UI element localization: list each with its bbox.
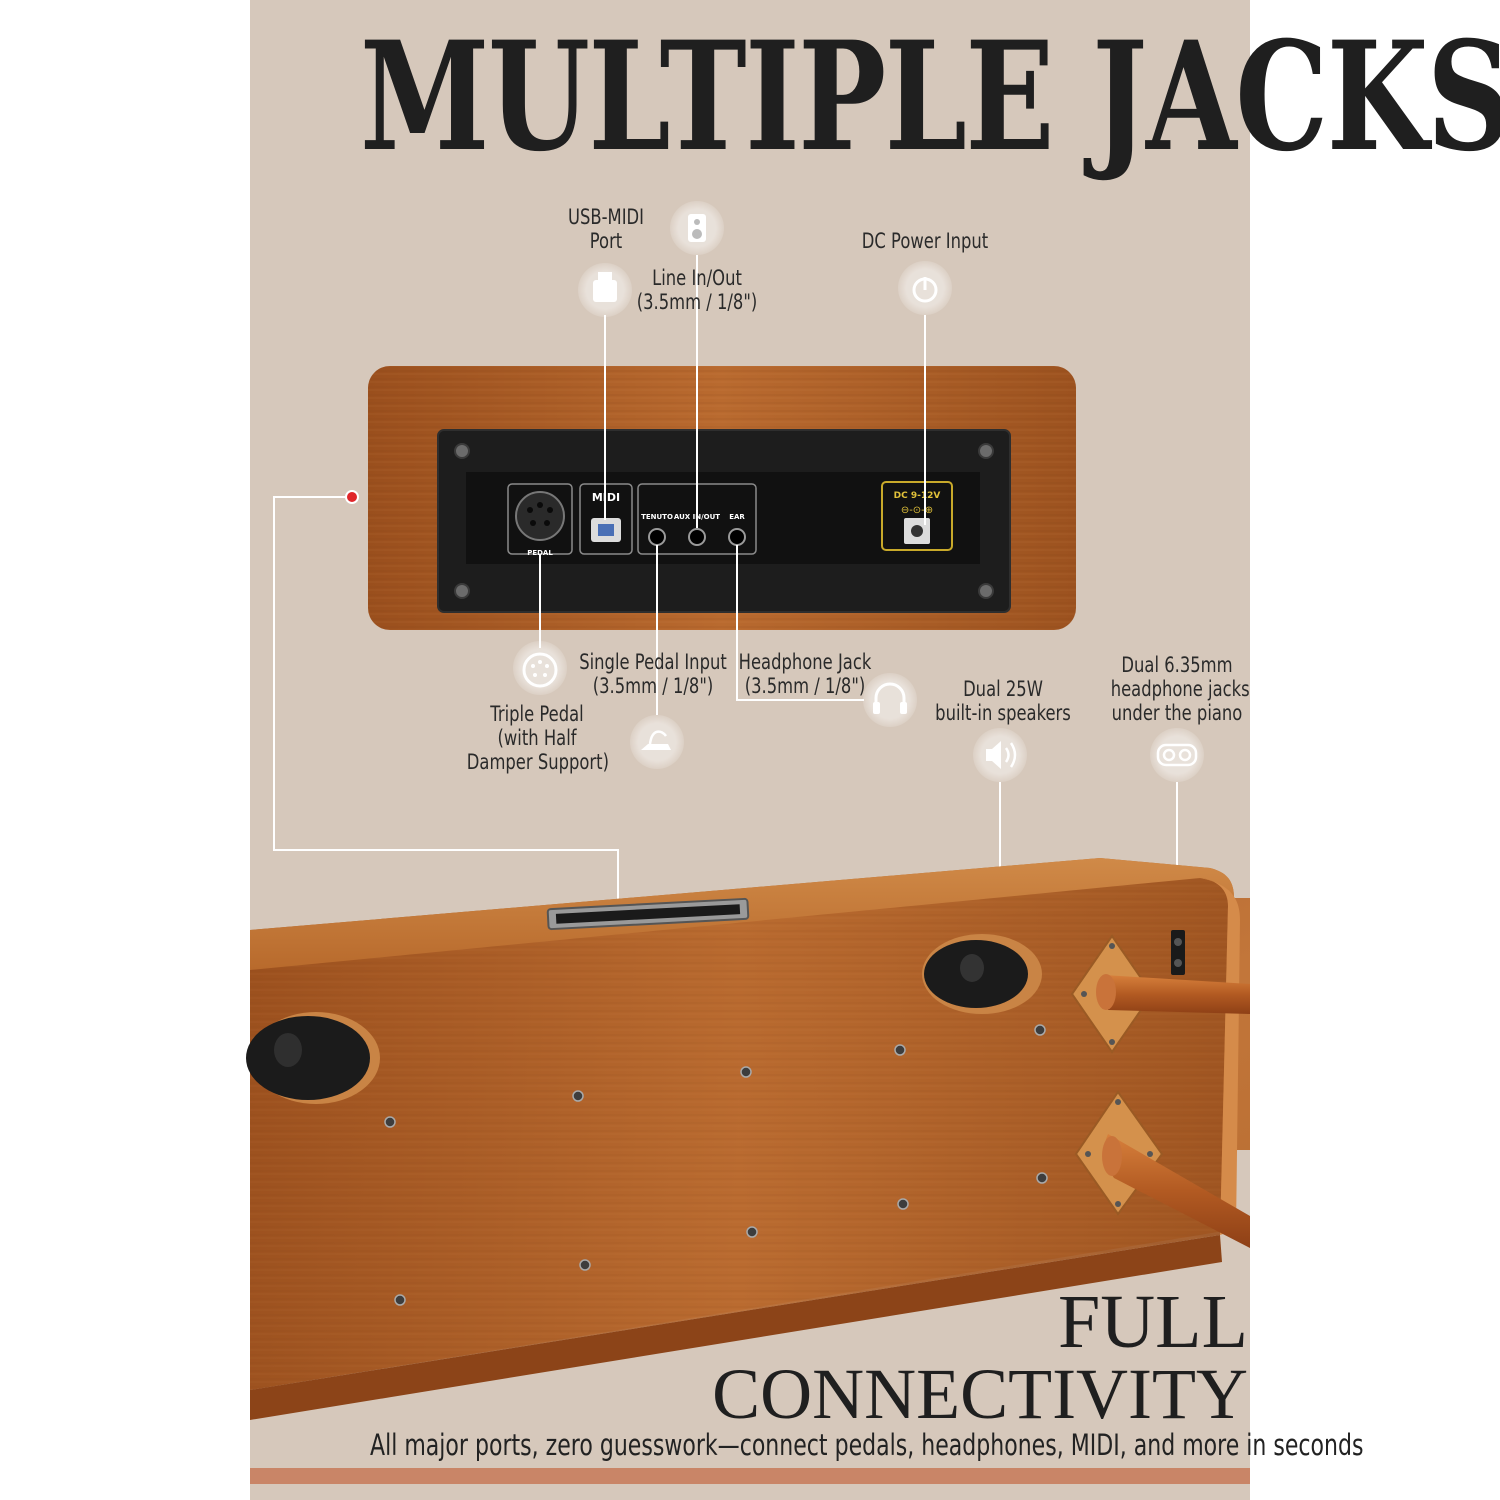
headphones-icon <box>863 673 917 727</box>
callout-icons <box>513 201 1204 782</box>
callout-line: built-in speakers <box>935 701 1071 725</box>
callout-line: USB-MIDI <box>568 205 644 229</box>
callout-line: (3.5mm / 1/8") <box>592 674 714 698</box>
ear-jack <box>728 528 746 546</box>
ear-label: EAR <box>729 513 745 521</box>
tagline: All major ports, zero guesswork—connect … <box>370 1428 1364 1462</box>
tenuto-label: TENUTO <box>641 513 673 521</box>
connectivity-heading: CONNECTIVITY <box>712 1354 1248 1434</box>
power-icon <box>898 261 952 315</box>
callout-line: Line In/Out <box>652 266 742 290</box>
dc-power-callout: DC Power Input <box>859 229 992 253</box>
callout-line: DC Power Input <box>861 229 989 253</box>
headline: MULTIPLE JACKS <box>360 9 1500 185</box>
svg-text:⊖-⊙-⊕: ⊖-⊙-⊕ <box>901 505 933 516</box>
body-screws <box>384 1024 1048 1306</box>
triple-pedal-callout: Triple Pedal (with Half Damper Support) <box>466 702 609 774</box>
aux-jack <box>688 528 706 546</box>
callout-line: (3.5mm / 1/8") <box>744 674 866 698</box>
callout-line: (with Half <box>497 726 577 750</box>
full-heading: FULL <box>1058 1280 1248 1364</box>
dual-headphone-callout: Dual 6.35mm headphone jacks under the pi… <box>1110 653 1250 725</box>
dc-label: DC 9-12V <box>894 491 941 501</box>
callout-line: Headphone Jack <box>738 650 872 674</box>
headphone-jack-callout: Headphone Jack (3.5mm / 1/8") <box>731 650 879 698</box>
callout-line: Port <box>589 229 623 253</box>
line-in-out-callout: Line In/Out (3.5mm / 1/8") <box>631 266 764 314</box>
callout-line: Damper Support) <box>466 750 609 774</box>
pedal-din-port <box>515 491 565 541</box>
pedal-port-label: PEDAL <box>527 549 553 557</box>
piano-body <box>246 858 1250 1420</box>
din-connector-icon <box>513 641 567 695</box>
usb-midi-callout: USB-MIDI Port <box>559 205 653 253</box>
callout-line: Triple Pedal <box>490 702 584 726</box>
dual-jack-icon <box>1150 728 1204 782</box>
dc-port-frame <box>881 481 953 551</box>
speakers-callout: Dual 25W built-in speakers <box>925 677 1081 725</box>
speaker-box-icon <box>670 201 724 255</box>
callout-line: under the piano <box>1111 701 1243 725</box>
accent-bar <box>250 1468 1250 1484</box>
plate-screws <box>454 443 994 599</box>
pedal-port-frame <box>507 483 573 555</box>
speaker-volume-icon <box>973 728 1027 782</box>
usb-icon <box>578 263 632 317</box>
callout-line: Single Pedal Input <box>579 650 727 674</box>
port-panel-closeup <box>368 366 1076 630</box>
tenuto-jack <box>648 528 666 546</box>
callout-line: Dual 25W <box>963 677 1043 701</box>
callout-lines <box>273 255 1178 968</box>
single-pedal-callout: Single Pedal Input (3.5mm / 1/8") <box>575 650 731 698</box>
callout-line: headphone jacks <box>1110 677 1250 701</box>
sustain-pedal-icon <box>630 715 684 769</box>
callout-line: (3.5mm / 1/8") <box>636 290 758 314</box>
callout-line: Dual 6.35mm <box>1121 653 1233 677</box>
